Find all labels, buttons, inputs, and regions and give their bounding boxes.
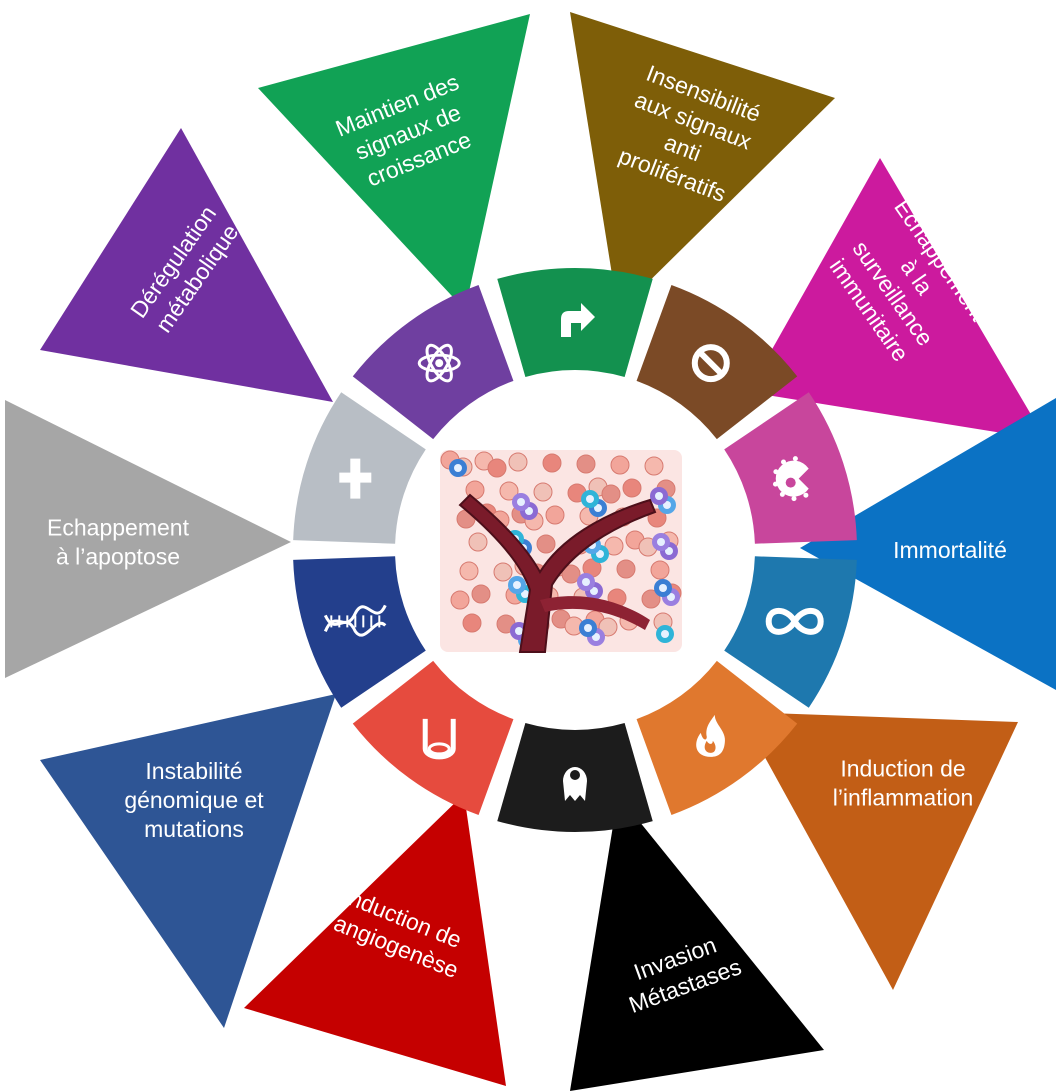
tumor-cell: [450, 590, 470, 610]
tumor-cell: [616, 559, 636, 579]
tumor-cell: [601, 484, 621, 504]
fire-icon: [696, 714, 726, 757]
tumor-cell: [598, 617, 618, 637]
cross-icon: [339, 458, 372, 499]
ring-segment-immortal: [724, 556, 857, 708]
blood-vessel-branch: [540, 596, 650, 630]
arrow-icon: [561, 303, 595, 337]
tumor-cell: [542, 453, 562, 473]
label-line: génomique et: [124, 787, 264, 813]
tumor-cell: [499, 481, 519, 501]
tumor-cell: [622, 478, 642, 498]
prohibition-icon: [691, 344, 730, 383]
tumor-cell: [468, 532, 488, 552]
triangle-immortal: [800, 398, 1056, 690]
tumor-cell: [493, 562, 513, 582]
tumor-cell: [533, 482, 553, 502]
triangle-antiprolif: [570, 12, 835, 312]
immune-cell-icon: [772, 456, 809, 502]
ring-segment-antiprolif: [636, 285, 798, 440]
label-immortal: Immortalité: [893, 537, 1007, 563]
tumor-cell: [576, 454, 596, 474]
triangle-inflammation: [740, 712, 1018, 990]
tumor-cell: [471, 584, 491, 604]
tumor-cell: [604, 536, 624, 556]
label-line: Instabilité: [145, 758, 242, 784]
triangle-apoptosis: [5, 400, 291, 678]
tumor-cell: [641, 589, 661, 609]
hallmark-triangles: [5, 12, 1056, 1091]
tumor-cell: [644, 456, 664, 476]
ring-segment-genome: [293, 556, 426, 708]
ring-icons: [323, 303, 824, 801]
vessel-icon: [422, 718, 456, 760]
tumor-cell: [536, 534, 556, 554]
tumor-cell: [487, 458, 507, 478]
blood-vessel: [458, 493, 657, 653]
tumor-cell: [545, 505, 565, 525]
triangle-immune: [748, 158, 1046, 440]
ring-segment-metabolism: [352, 285, 514, 440]
tumor-cell: [462, 613, 482, 633]
tumor-cell: [610, 455, 630, 475]
label-line: Induction de: [840, 756, 965, 782]
ring-segment-angiogenesis: [352, 660, 514, 815]
label-line: à l’apoptose: [56, 544, 180, 570]
label-line: mutations: [144, 816, 244, 842]
triangle-invasion: [570, 795, 824, 1091]
label-line: l’inflammation: [833, 785, 974, 811]
tumor-illustration: [440, 450, 682, 653]
dna-icon: [323, 604, 387, 637]
label-line: Immortalité: [893, 537, 1007, 563]
triangle-angiogenesis: [244, 794, 506, 1086]
icon-ring: [293, 268, 857, 832]
label-inflammation: Induction de l’inflammation: [833, 756, 974, 811]
label-apoptosis: Echappement à l’apoptose: [47, 515, 190, 570]
atom-icon: [417, 343, 461, 383]
tumor-cell: [459, 561, 479, 581]
triangle-growth: [258, 14, 530, 310]
tumor-cell: [650, 560, 670, 580]
tumor-cell: [561, 564, 581, 584]
tumor-cell: [508, 452, 528, 472]
infinity-icon: [765, 607, 824, 635]
label-genome: Instabilité génomique et mutations: [124, 758, 264, 842]
label-line: Echappement: [47, 515, 190, 541]
triangle-metabolism: [40, 128, 333, 402]
triangle-genome: [40, 694, 336, 1028]
ghost-cell-icon: [563, 767, 587, 801]
